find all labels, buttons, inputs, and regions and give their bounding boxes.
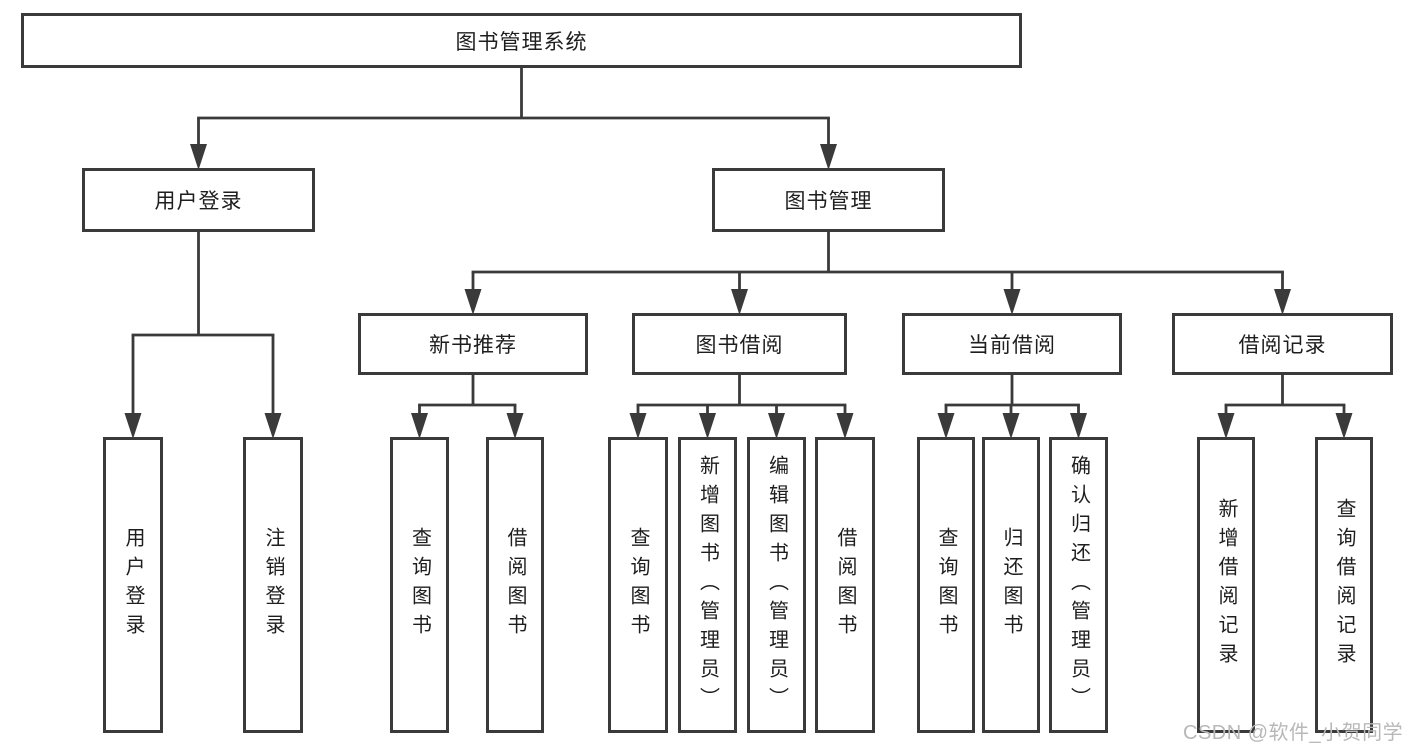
arrowhead-icon [699,413,716,439]
arrowhead-icon [264,413,282,439]
node-label: 图书管理 [784,190,873,213]
arrowhead-icon [1003,289,1021,315]
node-label: 编辑图书（管理员） [765,454,788,716]
arrowhead-icon [768,413,785,439]
arrowhead-icon [411,413,428,439]
arrowhead-icon [731,289,748,315]
node-book-borrow: 图书借阅 [632,313,847,375]
arrowhead-icon [506,413,524,439]
node-label: 图书管理系统 [455,30,588,54]
node-label: 注销登录 [262,527,284,643]
node-new-book-rec: 新书推荐 [358,313,588,375]
node-bb-edit-books: 编辑图书（管理员） [747,437,806,733]
node-label: 新增图书（管理员） [696,454,719,716]
arrowhead-icon [820,144,837,170]
node-cb-confirm-return: 确认归还（管理员） [1049,437,1108,733]
node-label: 图书借阅 [695,334,784,357]
node-label: 查询图书 [627,527,649,643]
arrowhead-icon [1335,413,1353,439]
arrowhead-icon [937,413,955,439]
arrowhead-icon [1002,413,1020,439]
node-bb-add-books: 新增图书（管理员） [678,437,737,733]
node-label: 查询图书 [935,527,957,643]
node-label: 用户登录 [154,190,243,213]
node-current-borrow: 当前借阅 [902,313,1122,375]
node-borrow-records: 借阅记录 [1172,313,1393,375]
node-book-mgmt: 图书管理 [712,168,945,232]
arrowhead-icon [836,413,854,439]
arrowhead-icon [1217,413,1235,439]
node-user-login: 用户登录 [82,168,315,232]
node-label: 归还图书 [1000,527,1022,643]
node-login: 用户登录 [103,437,163,733]
node-cb-query-books: 查询图书 [917,437,975,733]
node-rec-borrow-books: 借阅图书 [486,437,544,733]
arrowhead-icon [464,289,482,315]
node-label: 查询借阅记录 [1333,498,1355,672]
node-root: 图书管理系统 [21,13,1022,68]
node-br-query-record: 查询借阅记录 [1315,437,1373,733]
node-label: 新增借阅记录 [1215,498,1237,672]
node-cb-return-books: 归还图书 [982,437,1040,733]
node-label: 借阅记录 [1238,334,1327,357]
node-label: 当前借阅 [968,334,1056,357]
arrowhead-icon [1274,289,1291,315]
node-bb-borrow-books: 借阅图书 [815,437,875,733]
node-label: 确认归还（管理员） [1067,454,1090,716]
arrowhead-icon [629,413,647,439]
node-label: 新书推荐 [429,334,517,357]
node-br-add-record: 新增借阅记录 [1197,437,1255,733]
node-rec-query-books: 查询图书 [390,437,449,733]
arrowhead-icon [190,144,207,170]
node-label: 查询图书 [408,527,431,643]
arrowhead-icon [124,413,142,439]
watermark: CSDN @软件_小贺同学 [1183,722,1404,744]
node-label: 用户登录 [122,527,144,643]
node-bb-query-books: 查询图书 [608,437,668,733]
arrowhead-icon [1070,413,1087,439]
node-label: 借阅图书 [834,527,856,643]
node-label: 借阅图书 [504,527,526,643]
node-logout: 注销登录 [243,437,303,733]
